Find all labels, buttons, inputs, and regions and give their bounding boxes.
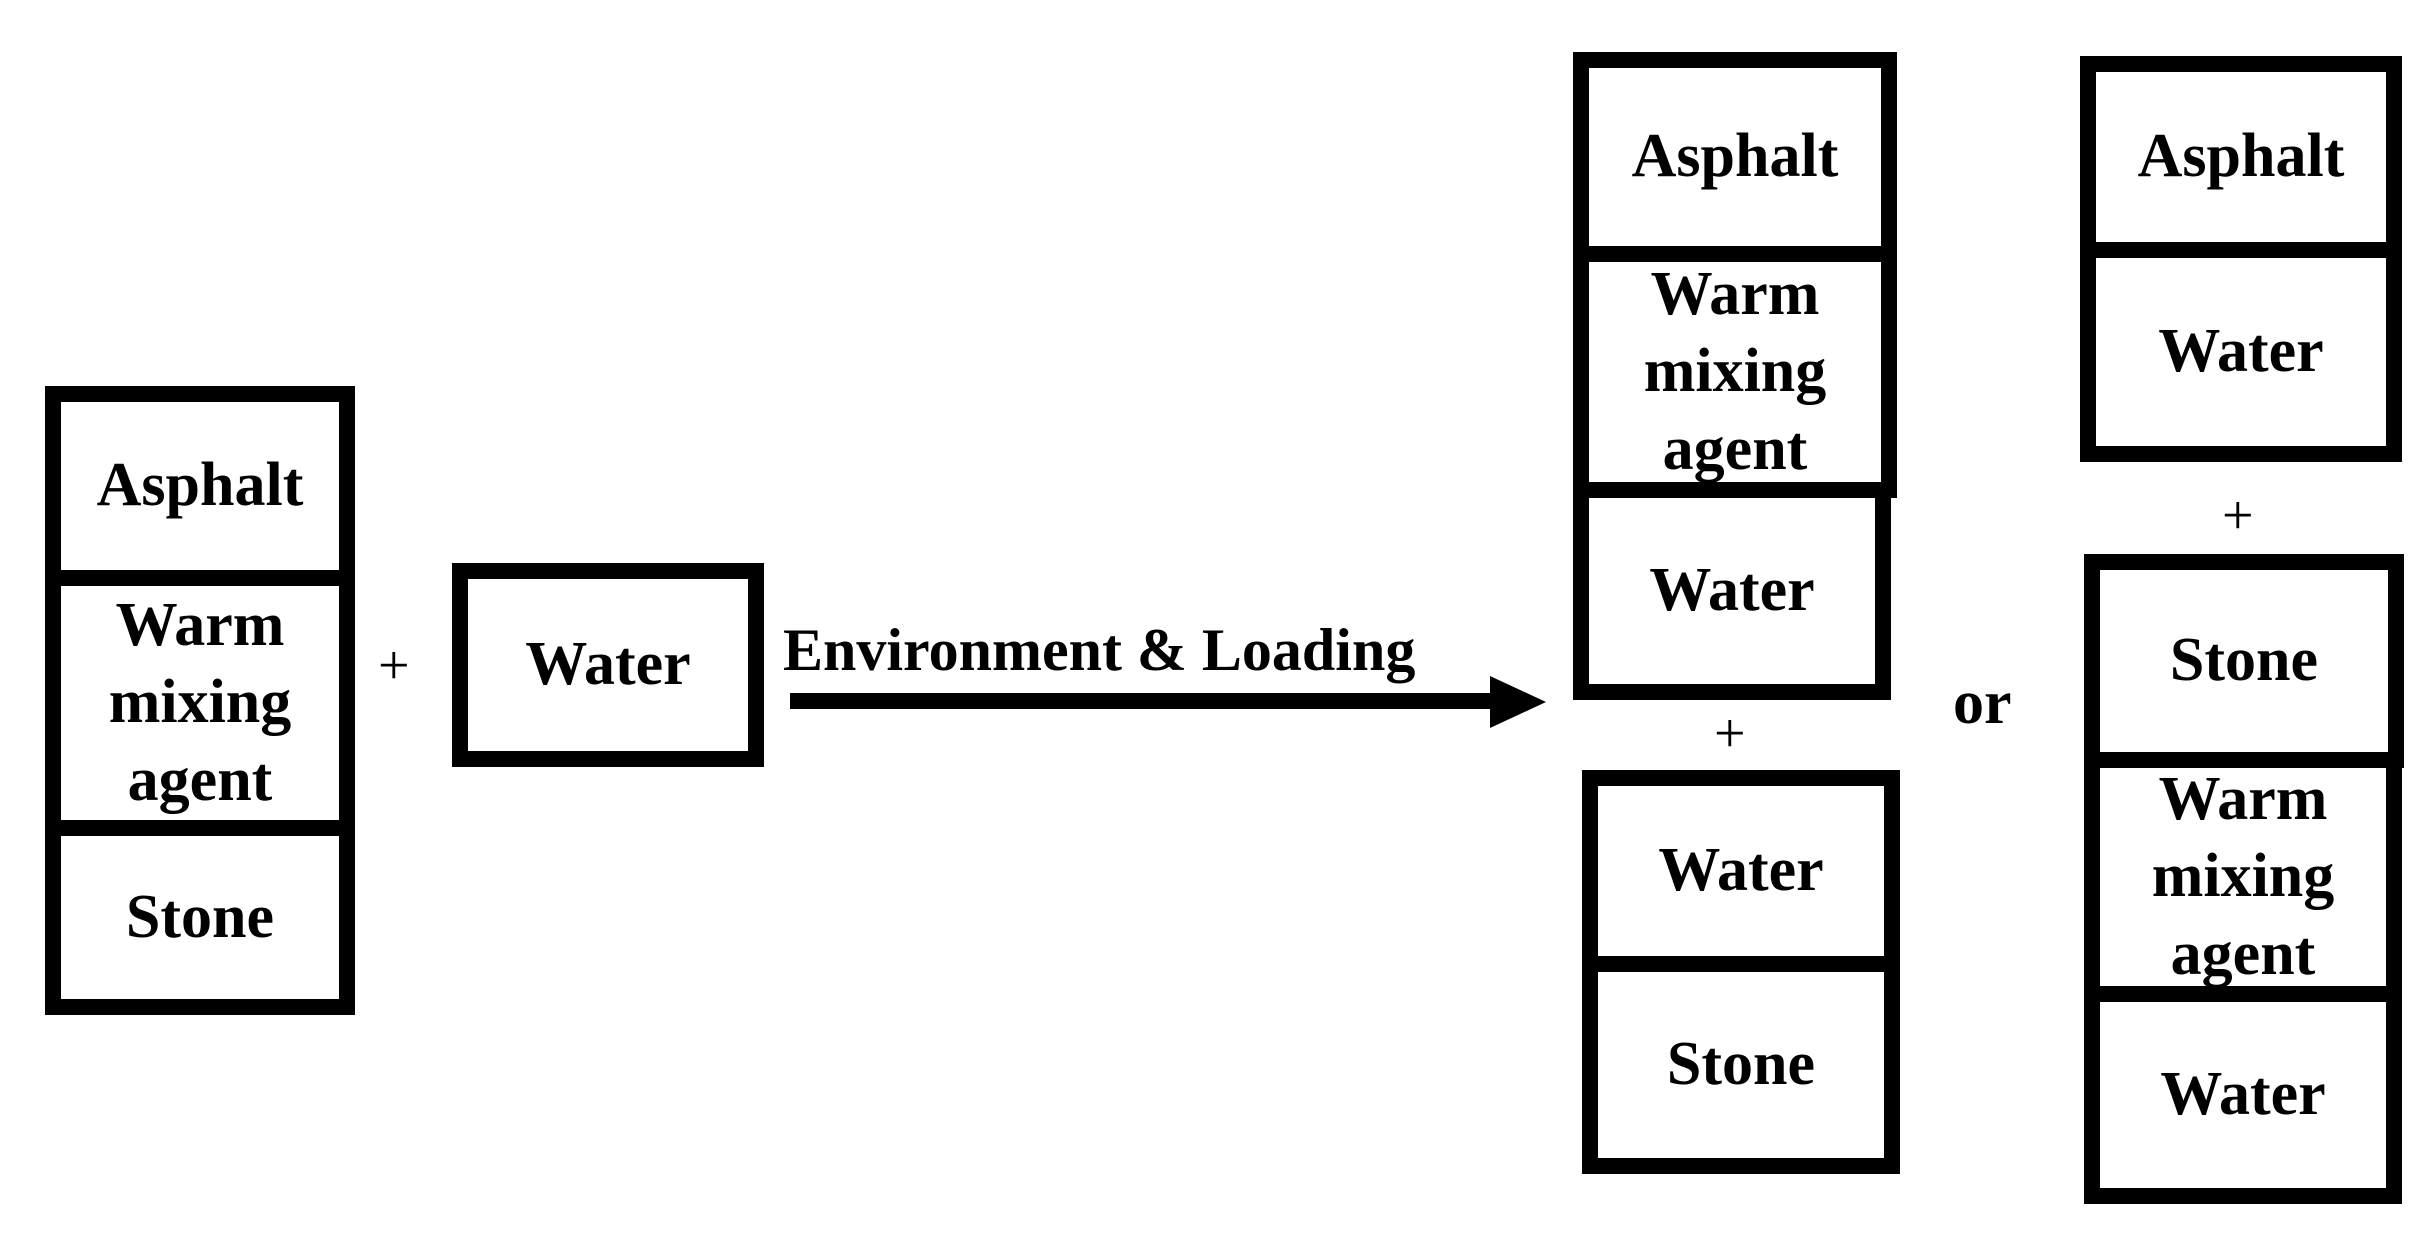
outcome1-bottom-water-label: Water — [1658, 836, 1824, 905]
arrow-head — [1490, 676, 1546, 728]
outcome1-bottom-water-layer: Water — [1582, 770, 1900, 972]
outcome2-bottom-water-layer: Water — [2084, 986, 2402, 1204]
initial-asphalt-layer: Asphalt — [45, 386, 355, 586]
initial-stone-layer: Stone — [45, 820, 355, 1015]
outcome2-stone-label: Stone — [2169, 626, 2319, 695]
initial-wma-label: Warm mixing agent — [108, 590, 292, 814]
outcome1-stone-label: Stone — [1666, 1030, 1816, 1099]
initial-water-label: Water — [525, 630, 691, 699]
outcome2-asphalt-layer: Asphalt — [2080, 56, 2402, 258]
plus-sign-outcome2: + — [2222, 485, 2254, 547]
initial-stone-label: Stone — [125, 882, 275, 951]
outcome1-top-water-label: Water — [1649, 556, 1815, 625]
outcome2-top-water-label: Water — [2158, 317, 2324, 386]
plus-sign-outcome1: + — [1714, 703, 1746, 765]
outcome1-wma-layer: Warm mixing agent — [1573, 246, 1897, 498]
outcome1-top-water-layer: Water — [1573, 482, 1891, 700]
initial-wma-layer: Warm mixing agent — [45, 570, 355, 836]
outcome2-asphalt-label: Asphalt — [2137, 122, 2345, 191]
outcome2-stone-layer: Stone — [2084, 554, 2404, 768]
plus-sign-initial: + — [378, 635, 410, 697]
arrow-label: Environment & Loading — [783, 617, 1416, 683]
outcome1-wma-label: Warm mixing agent — [1643, 259, 1827, 483]
outcome1-stone-layer: Stone — [1582, 956, 1900, 1174]
outcome2-wma-label: Warm mixing agent — [2151, 764, 2335, 988]
or-label: or — [1953, 669, 2012, 737]
outcome2-bottom-water-label: Water — [2160, 1060, 2326, 1129]
outcome1-asphalt-layer: Asphalt — [1573, 52, 1897, 262]
outcome2-wma-layer: Warm mixing agent — [2084, 752, 2402, 1002]
arrow-shaft — [790, 693, 1510, 709]
outcome1-asphalt-label: Asphalt — [1631, 122, 1839, 191]
initial-asphalt-label: Asphalt — [96, 451, 304, 520]
initial-water-box: Water — [452, 563, 764, 767]
outcome2-top-water-layer: Water — [2080, 242, 2402, 462]
